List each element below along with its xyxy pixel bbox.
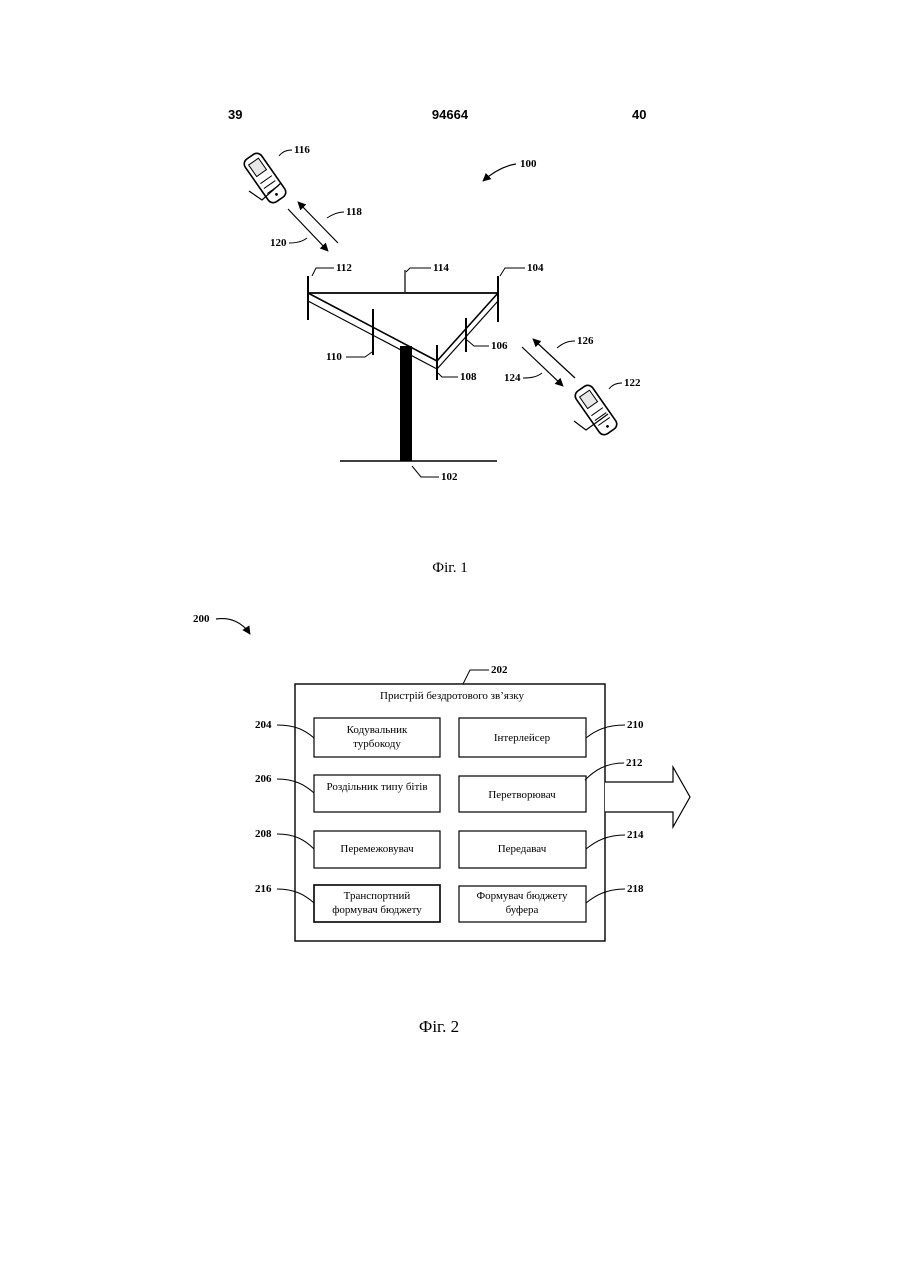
ref-208: 208: [255, 828, 272, 840]
ref-100-arrow: [483, 164, 516, 181]
ref-108: 108: [460, 371, 477, 383]
uplink-arrow-118: [298, 202, 338, 243]
ref-200: 200: [193, 613, 210, 625]
patent-number: 94664: [432, 107, 469, 122]
ref-102: 102: [441, 471, 458, 483]
ref-118: 118: [346, 206, 362, 218]
converter-label: Перетворювач: [488, 789, 556, 801]
block-transport-budget-former: Транспортний формувач бюджету: [314, 885, 440, 922]
ref-100: 100: [520, 158, 537, 170]
ref-122: 122: [624, 377, 641, 389]
device-title: Пристрій бездротового зв’язку: [380, 690, 524, 702]
ref-216: 216: [255, 883, 272, 895]
block-turbo-encoder: Кодувальник турбокоду: [314, 718, 440, 757]
ref-218: 218: [627, 883, 644, 895]
block-bit-type-separator: Роздільник типу бітів: [314, 775, 440, 812]
ref-120: 120: [270, 237, 287, 249]
bit-separator-label: Роздільник типу бітів: [326, 781, 427, 793]
ref-112: 112: [336, 262, 352, 274]
mobile-phone-116-icon: [242, 151, 288, 205]
transport-budget-label-2: формувач бюджету: [332, 904, 422, 916]
ref-114: 114: [433, 262, 449, 274]
block-transmitter: Передавач: [459, 831, 586, 868]
ref-214: 214: [627, 829, 644, 841]
figure-2: 200 202 Пристрій бездротового зв’язку Ко…: [193, 613, 690, 1036]
figure-1: 100 116 118 120: [242, 144, 641, 576]
base-station-tower: [308, 270, 498, 461]
ref-204: 204: [255, 719, 272, 731]
ref-124: 124: [504, 372, 521, 384]
ref-206: 206: [255, 773, 272, 785]
output-arrow: [605, 767, 690, 827]
ref-116: 116: [294, 144, 310, 156]
block-buffer-budget-former: Формувач бюджету буфера: [459, 886, 586, 922]
ref-210: 210: [627, 719, 644, 731]
ref-110: 110: [326, 351, 342, 363]
block-interleiser: Інтерлейсер: [459, 718, 586, 757]
downlink-arrow-120: [288, 209, 328, 251]
ref-104: 104: [527, 262, 544, 274]
ref-106: 106: [491, 340, 508, 352]
block-converter: Перетворювач: [459, 776, 586, 812]
figure-2-caption: Фіг. 2: [419, 1017, 459, 1036]
turbo-encoder-label-1: Кодувальник: [347, 724, 408, 736]
transport-budget-label-1: Транспортний: [344, 890, 411, 902]
downlink-arrow-124: [522, 347, 563, 386]
mobile-phone-122-icon: [573, 383, 619, 437]
ref-212: 212: [626, 757, 643, 769]
block-interleaver: Перемежовувач: [314, 831, 440, 868]
interleaver-label: Перемежовувач: [340, 843, 414, 855]
interleiser-label: Інтерлейсер: [494, 732, 551, 744]
figure-1-caption: Фіг. 1: [432, 560, 467, 576]
page-number-right: 40: [632, 107, 646, 122]
ref-200-arrow: [216, 619, 250, 634]
page-number-left: 39: [228, 107, 242, 122]
turbo-encoder-label-2: турбокоду: [353, 738, 401, 750]
buffer-budget-label-2: буфера: [506, 904, 539, 916]
buffer-budget-label-1: Формувач бюджету: [476, 890, 568, 902]
transmitter-label: Передавач: [498, 843, 547, 855]
ref-202: 202: [491, 664, 508, 676]
ref-126: 126: [577, 335, 594, 347]
uplink-arrow-126: [533, 339, 575, 378]
